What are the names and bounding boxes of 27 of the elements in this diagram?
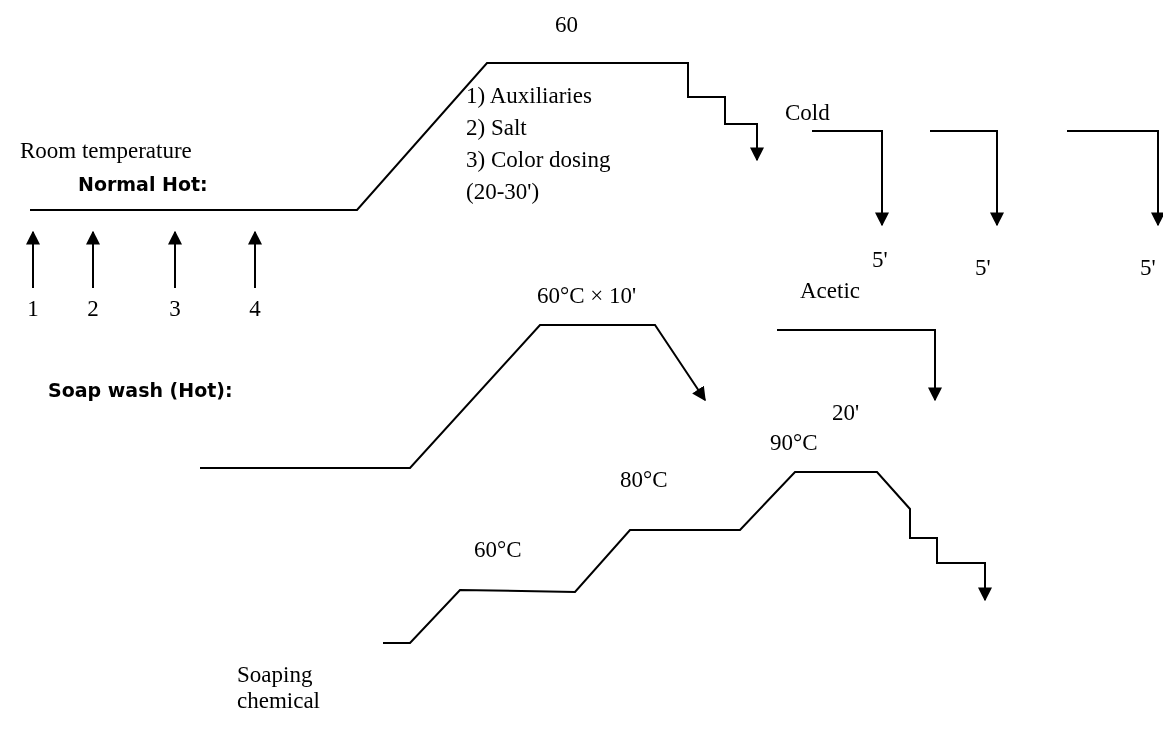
step-text: 1) Auxiliaries bbox=[466, 83, 592, 110]
step-number: 4 bbox=[240, 296, 270, 323]
arrow bbox=[248, 230, 262, 289]
phase-label: Cold bbox=[785, 100, 830, 127]
section-heading: Soap wash (Hot): bbox=[48, 380, 233, 402]
duration-label: 5' bbox=[872, 247, 888, 274]
duration-label: (20-30') bbox=[466, 179, 540, 206]
step-text: 3) Color dosing bbox=[466, 147, 611, 174]
temperature-label: 60°C bbox=[474, 537, 522, 564]
section-heading: Normal Hot: bbox=[78, 174, 208, 196]
temperature-label: 60°C × 10' bbox=[537, 283, 637, 310]
duration-label: 5' bbox=[1140, 255, 1156, 282]
temperature-label: 60 bbox=[555, 12, 578, 39]
phase-label: Acetic bbox=[800, 278, 860, 305]
chemical-label: Soaping chemical bbox=[237, 662, 321, 715]
temperature-label: 80°C bbox=[620, 467, 668, 494]
arrow bbox=[86, 230, 100, 289]
arrow bbox=[26, 230, 40, 289]
duration-label: 20' bbox=[832, 400, 860, 427]
step-number: 3 bbox=[160, 296, 190, 323]
arrow bbox=[168, 230, 182, 289]
duration-label: 5' bbox=[975, 255, 991, 282]
step-number: 1 bbox=[18, 296, 48, 323]
step-number: 2 bbox=[78, 296, 108, 323]
temperature-label: Room temperature bbox=[20, 138, 192, 165]
step-text: 2) Salt bbox=[466, 115, 527, 142]
temperature-label: 90°C bbox=[770, 430, 818, 457]
